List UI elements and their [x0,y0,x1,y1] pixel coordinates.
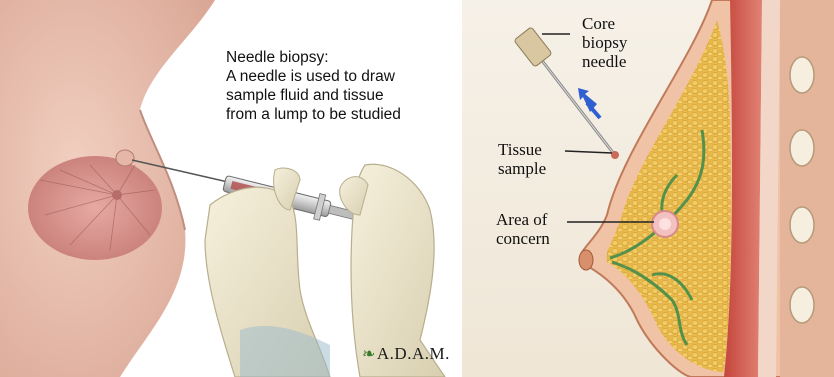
needle-label: Core biopsy needle [582,14,627,71]
leaf-icon: ❧ [362,346,376,363]
adam-logo: ❧A.D.A.M. [362,344,450,364]
concern-label-line-2: concern [496,229,550,248]
nipple [579,250,593,270]
lesion-core [659,218,671,230]
concern-label: Area of concern [496,210,550,248]
needle-tissue-sample [611,151,619,159]
caption-line-3: from a lump to be studied [226,105,456,124]
needle-biopsy-illustration: Needle biopsy: A needle is used to draw … [0,0,458,377]
ribs [780,0,834,377]
caption-line-1: A needle is used to draw [226,67,456,86]
gown-sleeve [240,326,330,377]
tissue-label-line-2: sample [498,159,546,178]
logo-text: A.D.A.M. [377,344,450,363]
needle-label-line-3: needle [582,52,627,71]
tissue-label-line-1: Tissue [498,140,546,159]
caption-line-2: sample fluid and tissue [226,86,456,105]
concern-label-line-1: Area of [496,210,550,229]
needle-label-line-1: Core [582,14,627,33]
breast-tissue [28,156,162,260]
caption-title: Needle biopsy: [226,48,456,67]
core-biopsy-diagram: Core biopsy needle Tissue sample Area of… [462,0,834,377]
tissue-label: Tissue sample [498,140,546,178]
nipple [112,190,122,200]
needle-label-line-2: biopsy [582,33,627,52]
biopsy-caption: Needle biopsy: A needle is used to draw … [226,48,456,124]
breast-cross-section [462,0,834,377]
lump [116,150,134,166]
